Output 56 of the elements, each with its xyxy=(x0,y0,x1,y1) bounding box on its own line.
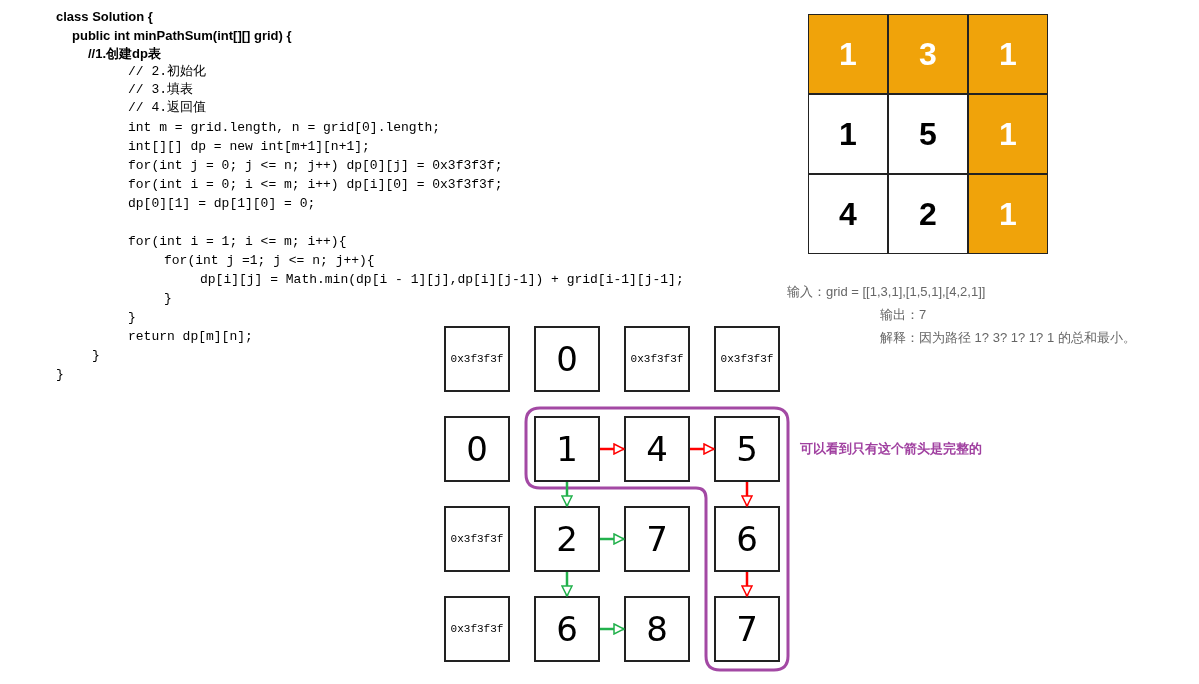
grid-cell: 1 xyxy=(808,14,888,94)
table-cell: 0 xyxy=(534,326,600,392)
arrow xyxy=(600,533,625,545)
code-line: } xyxy=(56,367,64,383)
code-line: for(int i = 1; i <= m; i++){ xyxy=(128,234,347,250)
table-cell: 0x3f3f3f xyxy=(714,326,780,392)
code-line: } xyxy=(92,348,100,364)
table-cell: 0x3f3f3f xyxy=(444,506,510,572)
table-cell: 0x3f3f3f xyxy=(624,326,690,392)
grid-cell: 1 xyxy=(968,174,1048,254)
grid-cell: 1 xyxy=(968,94,1048,174)
code-line: return dp[m][n]; xyxy=(128,329,253,345)
table-cell: 4 xyxy=(624,416,690,482)
arrow xyxy=(600,443,625,455)
arrow xyxy=(741,482,753,507)
arrow xyxy=(741,572,753,597)
table-cell: 5 xyxy=(714,416,780,482)
grid-cell: 1 xyxy=(968,14,1048,94)
code-line: for(int j = 0; j <= n; j++) dp[0][j] = 0x3f3f3f; xyxy=(128,158,503,174)
table-cell: 7 xyxy=(624,506,690,572)
code-line: int[][] dp = new int[m+1][n+1]; xyxy=(128,139,370,155)
code-line: //1.创建dp表 xyxy=(88,46,161,62)
table-cell: 0x3f3f3f xyxy=(444,326,510,392)
code-line: // 4.返回值 xyxy=(128,100,206,116)
table-cell: 0x3f3f3f xyxy=(444,596,510,662)
table-cell: 6 xyxy=(534,596,600,662)
code-line: dp[0][1] = dp[1][0] = 0; xyxy=(128,196,316,212)
code-line: dp[i][j] = Math.min(dp[i - 1][j],dp[i][j-1]) + grid[i-1][j-1]; xyxy=(200,272,684,288)
grid-cell: 2 xyxy=(888,174,968,254)
grid-cell: 4 xyxy=(808,174,888,254)
explanation-text: 输出：7 xyxy=(880,306,927,324)
arrow xyxy=(600,623,625,635)
table-cell: 8 xyxy=(624,596,690,662)
code-line: for(int i = 0; i <= m; i++) dp[i][0] = 0x3f3f3f; xyxy=(128,177,503,193)
code-line: public int minPathSum(int[][] grid) { xyxy=(72,28,292,44)
code-line: int m = grid.length, n = grid[0].length; xyxy=(128,120,441,136)
grid-cell: 5 xyxy=(888,94,968,174)
table-cell: 0 xyxy=(444,416,510,482)
annotation-note: 可以看到只有这个箭头是完整的 xyxy=(800,440,982,458)
table-cell: 1 xyxy=(534,416,600,482)
arrow xyxy=(690,443,715,455)
explanation-text: 输入：grid = [[1,3,1],[1,5,1],[4,2,1]] xyxy=(787,283,986,301)
grid-cell: 1 xyxy=(808,94,888,174)
code-line: // 2.初始化 xyxy=(128,64,206,80)
table-cell: 7 xyxy=(714,596,780,662)
code-line: class Solution { xyxy=(56,9,153,25)
code-line: } xyxy=(128,310,136,326)
arrow xyxy=(561,482,573,507)
code-line: // 3.填表 xyxy=(128,82,193,98)
table-cell: 6 xyxy=(714,506,780,572)
explanation-text: 解释：因为路径 1? 3? 1? 1? 1 的总和最小。 xyxy=(880,329,1136,347)
code-line: } xyxy=(164,291,172,307)
arrow xyxy=(561,572,573,597)
table-cell: 2 xyxy=(534,506,600,572)
grid-cell: 3 xyxy=(888,14,968,94)
code-line: for(int j =1; j <= n; j++){ xyxy=(164,253,375,269)
